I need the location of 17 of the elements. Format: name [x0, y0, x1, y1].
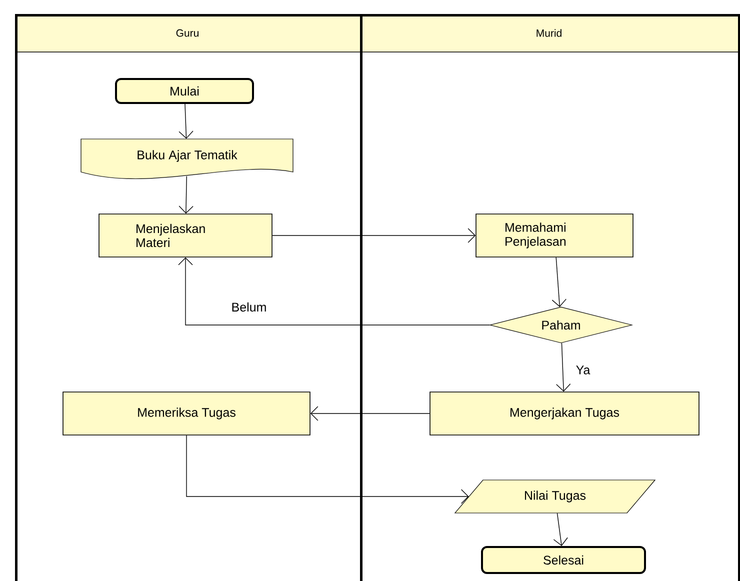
process-box: Mengerjakan Tugas: [430, 392, 700, 436]
arrow: [272, 228, 476, 243]
terminal-box: Selesai: [481, 546, 646, 574]
arrow: [552, 257, 566, 308]
arrow: [556, 342, 571, 392]
process-box: Memahami Penjelasan: [476, 214, 634, 258]
process-box: Menjelaskan Materi: [98, 214, 272, 258]
arrow: [178, 176, 194, 214]
arrow: [186, 435, 469, 504]
edge-label: Belum: [230, 301, 268, 313]
terminal-box: Mulai: [115, 78, 254, 104]
process-box: Memeriksa Tugas: [62, 392, 310, 436]
edge-label: Ya: [574, 364, 592, 376]
arrow: [553, 512, 568, 546]
arrow: [178, 257, 490, 326]
arrow: [178, 104, 194, 139]
arrow: [310, 406, 430, 421]
